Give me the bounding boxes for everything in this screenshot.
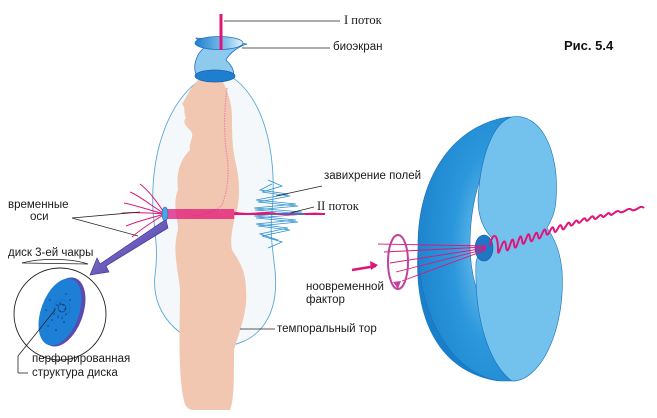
rotation-ring	[387, 234, 409, 290]
field-vortex	[253, 179, 306, 249]
zoom-arrow	[89, 219, 169, 276]
label-time-axes-1: временные	[8, 199, 69, 211]
label-flow-1: I поток	[344, 13, 382, 27]
temporal-disk-3d	[417, 116, 563, 382]
human-body	[175, 80, 247, 410]
label-field-vortex: завихрение полей	[324, 170, 422, 182]
label-time-axes-2: оси	[30, 211, 49, 223]
label-perforated-2: структура диска	[32, 367, 118, 379]
bioscreen	[194, 36, 248, 83]
label-chakra-disk: диск 3-ей чакры	[8, 247, 94, 259]
label-perforated-1: перфорированная	[32, 353, 131, 365]
label-nontemporal-2: фактор	[306, 294, 345, 306]
label-bioscreen: биоэкран	[333, 41, 383, 53]
chakra-disk-inset	[13, 267, 107, 361]
leader-lines	[17, 20, 340, 374]
temporal-torus-figure	[152, 71, 277, 410]
spiral-flow	[489, 205, 645, 254]
figure-number: Рис. 5.4	[564, 38, 614, 53]
disk-perforations	[45, 293, 71, 331]
label-temporal-torus: темпоральный тор	[277, 323, 377, 335]
label-flow-2: II поток	[317, 199, 359, 213]
nontemporal-rays	[377, 243, 487, 282]
bioscreen-top-disk	[194, 36, 244, 50]
chakra-disk	[38, 278, 82, 346]
bioscreen-bottom-disk	[194, 69, 236, 83]
disk-cut-face	[475, 116, 563, 382]
label-nontemporal-1: нoовременной	[306, 281, 384, 293]
